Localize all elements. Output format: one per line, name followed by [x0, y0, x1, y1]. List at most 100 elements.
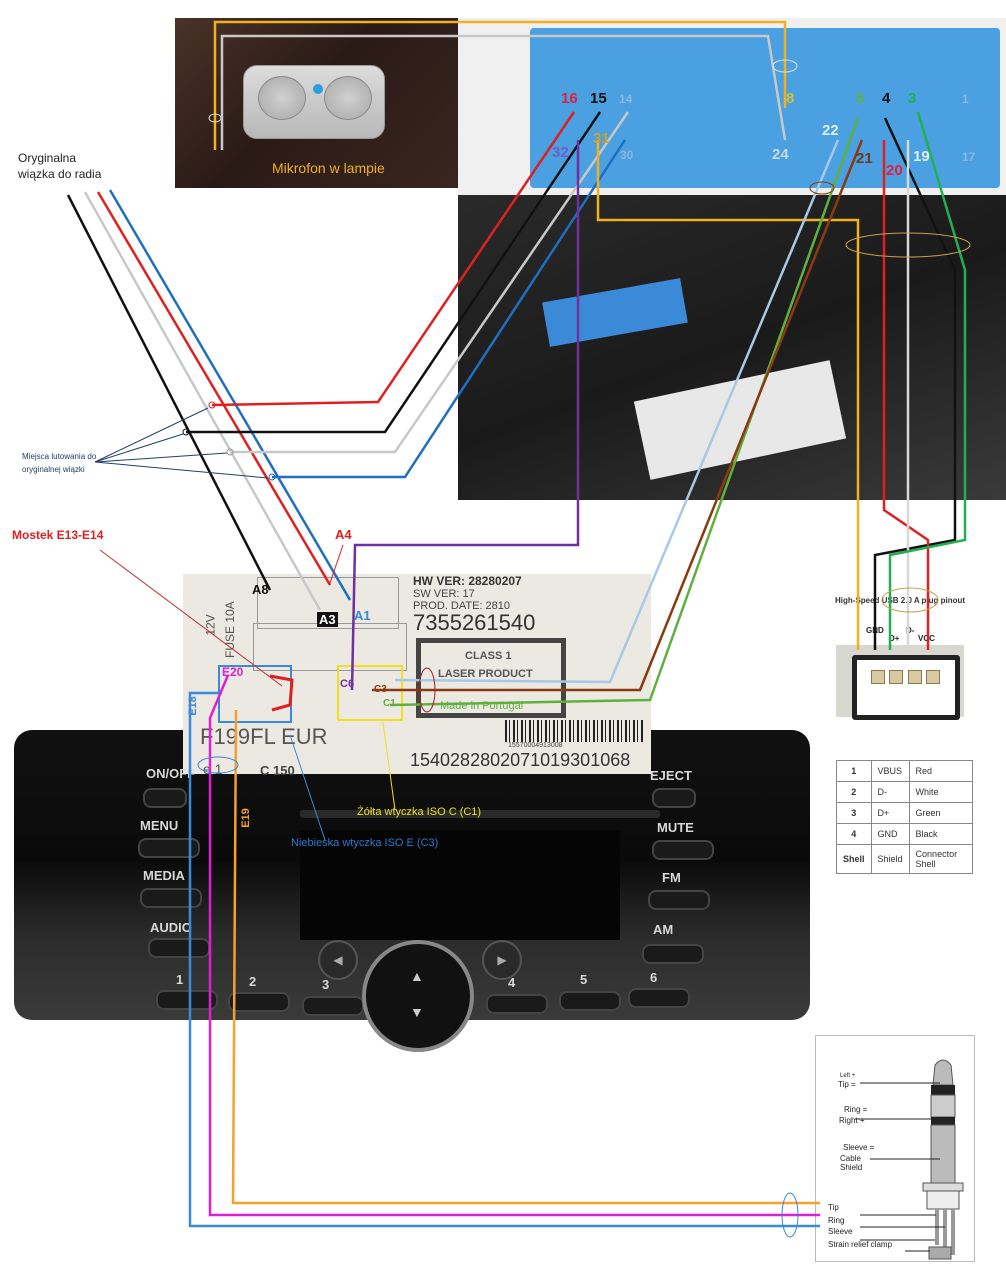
- down-arrow-icon: ▼: [410, 1004, 424, 1020]
- iso-c-box: [337, 665, 403, 721]
- wire-black-harness: [66, 194, 272, 591]
- jack-label-left: Left +: [840, 1073, 856, 1079]
- pin-e18: E18: [186, 696, 199, 716]
- hw-version: HW VER: 28280207: [413, 574, 522, 588]
- pin-e20: E20: [222, 665, 244, 679]
- preset-5-label: 5: [580, 972, 588, 987]
- usb-contact: [926, 670, 940, 684]
- usb-pin-dminus: D-: [906, 626, 915, 635]
- media-button[interactable]: [140, 888, 202, 908]
- preset-1-button[interactable]: [156, 990, 218, 1010]
- pin-31: 31: [593, 130, 610, 147]
- fm-button[interactable]: [648, 890, 710, 910]
- wire-yellow-mic: [213, 20, 787, 150]
- cut-marker: [809, 181, 835, 195]
- cut-marker: [418, 667, 436, 713]
- solder-points-label: Miejsca lutowania do oryginalnej wiązki: [22, 452, 97, 474]
- prev-button[interactable]: ◀: [318, 940, 358, 980]
- cut-marker: [772, 59, 798, 73]
- menu-button[interactable]: [138, 838, 200, 858]
- wire-blue-jack: [188, 691, 820, 1228]
- up-arrow-icon: ▲: [410, 968, 424, 984]
- original-harness-label: Oryginalna wiązka do radia: [18, 151, 102, 181]
- wire-lightblue-aux: [394, 139, 840, 684]
- barcode: [505, 720, 645, 742]
- blue-plug-pointer: [289, 734, 326, 841]
- preset-4-label: 4: [508, 975, 516, 990]
- audio-label: AUDIO: [150, 920, 192, 935]
- jack-label-cable: Cable: [840, 1154, 861, 1163]
- preset-5-button[interactable]: [559, 991, 621, 1011]
- solder-point: [208, 401, 216, 409]
- usb-contact: [908, 670, 922, 684]
- jack-plug-drawing: [855, 1059, 964, 1260]
- preset-4-button[interactable]: [486, 994, 548, 1014]
- radio-display: [300, 830, 620, 940]
- jack-label-sleeve: Sleeve =: [843, 1143, 875, 1152]
- fm-label: FM: [662, 870, 681, 885]
- on-off-button[interactable]: [143, 788, 187, 808]
- iso-a-block: [257, 577, 399, 629]
- preset-2-label: 2: [249, 974, 257, 989]
- cut-marker: [781, 1192, 799, 1238]
- solder-pointer-3: [94, 452, 228, 463]
- on-off-label: ON/OFF: [146, 766, 196, 781]
- usb-pin-dplus: D+: [889, 634, 900, 643]
- cd-slot: [300, 810, 660, 818]
- pin-a4: A4: [335, 527, 352, 542]
- media-label: MEDIA: [143, 868, 185, 883]
- jack-label-right: Right +: [839, 1116, 865, 1125]
- wire-orange-jack: [231, 709, 820, 1205]
- preset-2-button[interactable]: [228, 992, 290, 1012]
- cut-marker: [845, 232, 971, 258]
- mute-label: MUTE: [657, 820, 694, 835]
- menu-label: MENU: [140, 818, 179, 833]
- wire-red-usb: [882, 140, 930, 650]
- laser-warning-box: [416, 638, 566, 718]
- pin-5: 5: [856, 90, 865, 107]
- usb-pin-vcc: VCC: [918, 634, 935, 643]
- dome-lamp: [243, 65, 385, 139]
- microphone-label: Mikrofon w lampie: [272, 160, 385, 176]
- jack-strain-relief: Strain relief clamp: [828, 1240, 893, 1249]
- pin-e19: E19: [239, 808, 252, 828]
- wire-blue-harness: [108, 189, 352, 601]
- next-button[interactable]: ▶: [482, 940, 522, 980]
- mute-button[interactable]: [652, 840, 714, 860]
- usb-contact: [871, 670, 885, 684]
- blue-plug-label: Niebieska wtyczka ISO E (C3): [291, 837, 439, 849]
- wire-black-usb: [873, 117, 957, 650]
- eject-button[interactable]: [652, 788, 696, 808]
- pin-a3: A3: [317, 612, 338, 627]
- prod-date: PROD. DATE: 2810: [413, 600, 510, 612]
- am-button[interactable]: [642, 944, 704, 964]
- sw-version: SW VER: 17: [413, 588, 475, 600]
- wire-red-branch: [211, 111, 576, 407]
- barcode-small-number: 15570004913008: [508, 742, 563, 749]
- volume-knob[interactable]: ▲ ▼: [362, 940, 474, 1052]
- pin-a8: A8: [252, 582, 269, 597]
- wire-green-aux: [389, 117, 860, 707]
- barcode-number: 1540282802071019301068: [410, 750, 631, 770]
- microphone-dot: [313, 84, 323, 94]
- pin-c3: C3: [374, 684, 387, 695]
- laser-label: LASER PRODUCT: [438, 668, 533, 680]
- jack-wire-sleeve: Sleeve: [828, 1227, 853, 1236]
- solder-pointer-1: [94, 407, 209, 463]
- wire-blue-branch: [272, 139, 627, 479]
- pin-16: 16: [561, 90, 578, 107]
- wire-bridge-e13-e14: [269, 674, 294, 712]
- solder-point: [182, 428, 190, 436]
- usb-contact: [889, 670, 903, 684]
- wire-brown-aux: [372, 139, 864, 692]
- wire-gray-harness: [83, 191, 322, 611]
- preset-6-button[interactable]: [628, 988, 690, 1008]
- cut-marker: [881, 587, 939, 613]
- wire-gray-mic: [220, 34, 787, 150]
- pin-3: 3: [908, 90, 917, 107]
- yellow-plug-pointer: [382, 721, 396, 811]
- am-label: AM: [653, 922, 674, 937]
